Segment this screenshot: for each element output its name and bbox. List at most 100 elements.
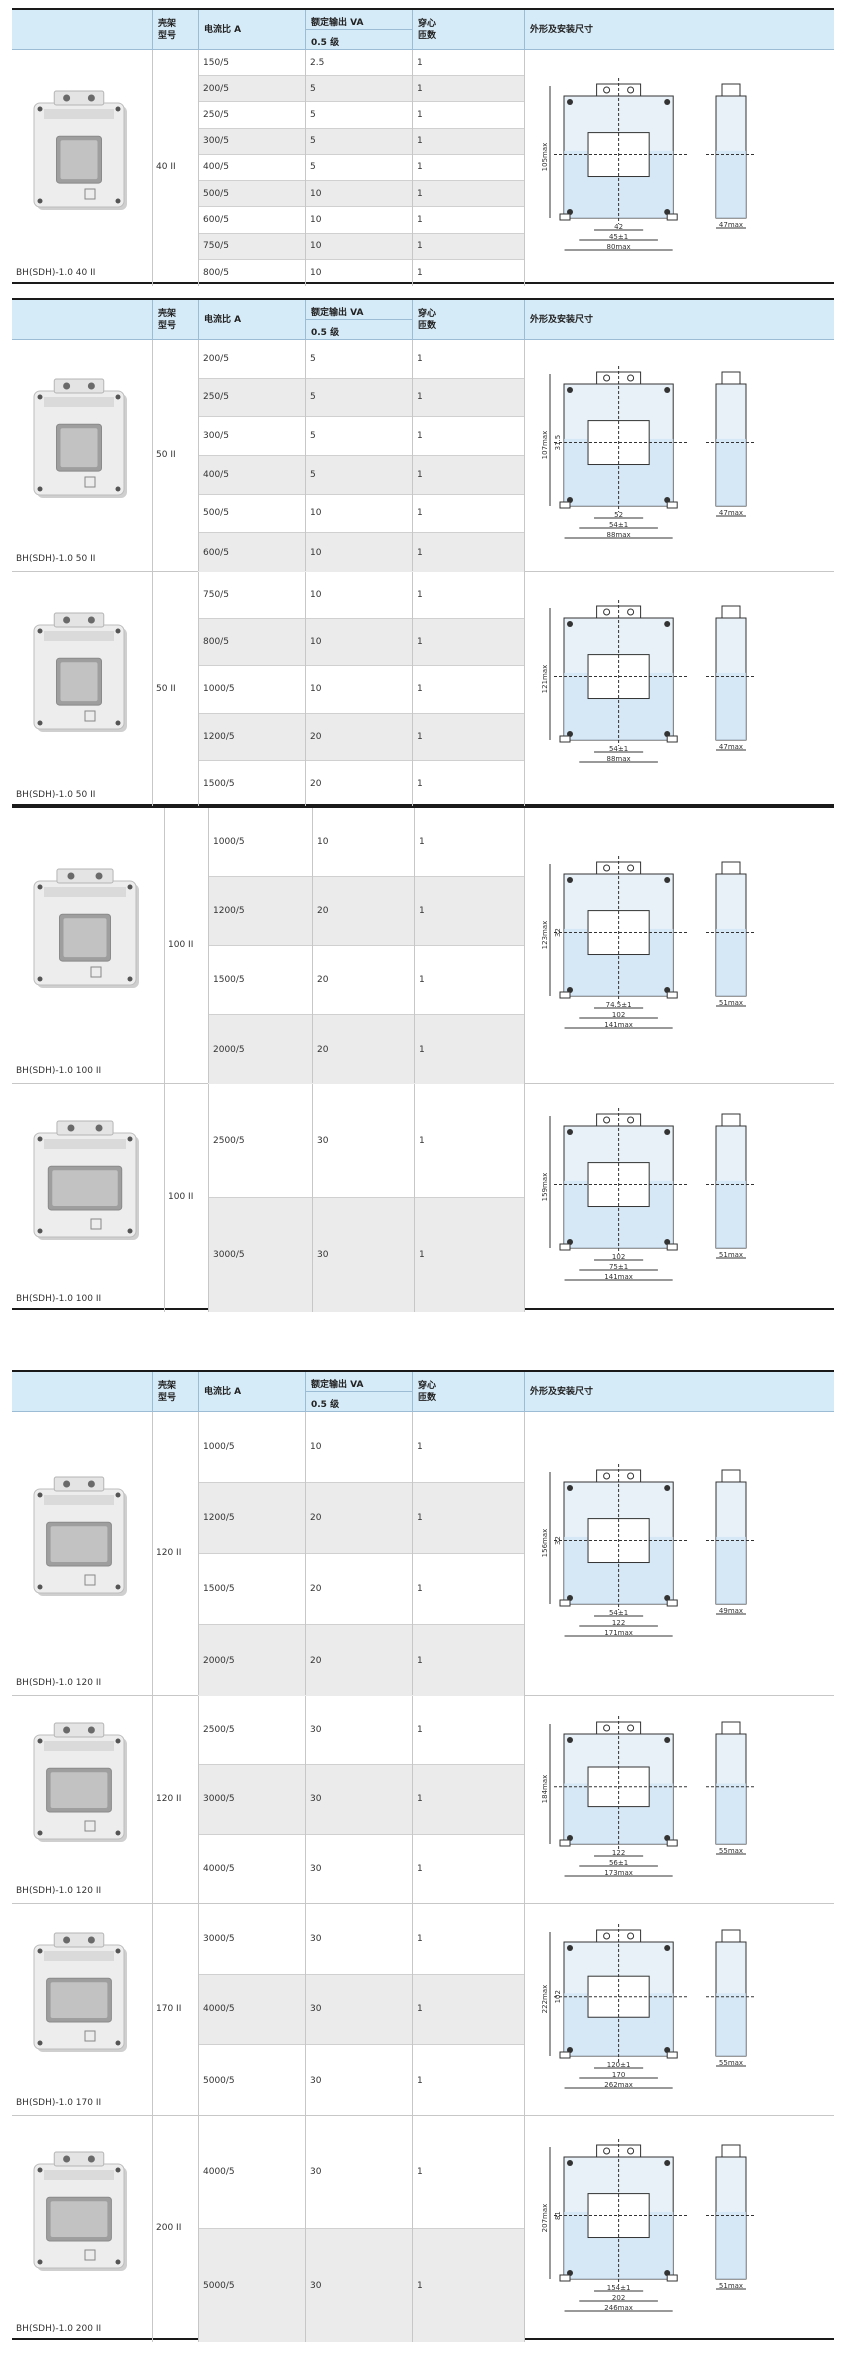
cell-va: 10 — [310, 684, 322, 695]
header-turns: 穿心匝数 — [412, 300, 524, 340]
width-dimension: 102 — [612, 1253, 625, 1261]
cell-turns: 1 — [419, 1135, 425, 1146]
cell-turns: 1 — [417, 1933, 423, 1944]
depth-dimension: 49max — [719, 1607, 743, 1615]
cell-turns: 1 — [417, 1655, 423, 1666]
cell-ratio: 500/5 — [203, 188, 229, 199]
cell-ratio: 4000/5 — [203, 2167, 235, 2177]
frame-size: 50 II — [156, 450, 176, 460]
cell-ratio: 1000/5 — [203, 684, 235, 695]
width-dimension: 52 — [614, 511, 623, 519]
header-output: 额定输出 VA 0.5 级 — [305, 300, 412, 340]
cell-ratio: 600/5 — [203, 547, 229, 558]
header-output-va: 额定输出 VA — [305, 1372, 412, 1392]
header-output-label: 额定输出 VA — [311, 308, 364, 318]
cell-turns: 1 — [419, 1044, 425, 1055]
header-class-label: 0.5 级 — [311, 328, 340, 338]
transformer-photo — [33, 1120, 139, 1240]
cell-turns: 1 — [417, 508, 423, 519]
product-photo — [24, 607, 134, 740]
width-dimension: 202 — [612, 2294, 625, 2302]
frame-size: 100 II — [168, 940, 194, 950]
width-dimension: 154±1 — [607, 2284, 631, 2292]
column-divider — [414, 1084, 415, 1312]
transformer-photo — [33, 2151, 127, 2271]
column-divider — [152, 572, 153, 808]
cell-ratio: 4000/5 — [203, 2004, 235, 2015]
cell-va: 20 — [310, 731, 322, 742]
cell-va: 30 — [310, 1794, 322, 1805]
cell-turns: 1 — [419, 837, 425, 847]
header-ratio-text: 电流比 A — [204, 314, 241, 326]
cell-ratio: 3000/5 — [203, 1794, 235, 1805]
header-output-va: 额定输出 VA — [305, 300, 412, 320]
column-divider — [305, 1904, 306, 2115]
cell-ratio: 5000/5 — [203, 2075, 235, 2086]
column-divider — [524, 2116, 525, 2342]
cell-turns: 1 — [417, 57, 423, 68]
cell-va: 20 — [310, 779, 322, 790]
column-divider — [412, 1904, 413, 2115]
header-dims: 外形及安装尺寸 — [524, 1372, 834, 1412]
cell-turns: 1 — [417, 83, 423, 94]
column-divider — [305, 1372, 306, 1411]
header-dims-text: 外形及安装尺寸 — [530, 314, 593, 326]
header-ratio: 电流比 A — [198, 10, 305, 50]
header-frame-line: 型号 — [158, 321, 177, 331]
cell-ratio: 300/5 — [203, 136, 229, 147]
cell-ratio: 3000/5 — [203, 1933, 235, 1944]
column-divider — [524, 1372, 525, 1411]
cell-turns: 1 — [417, 2075, 423, 2086]
cell-va: 30 — [310, 1864, 322, 1875]
cell-va: 20 — [310, 1584, 322, 1594]
cell-va: 30 — [310, 1725, 322, 1736]
height-dimension: 184max — [541, 1775, 549, 1804]
header-turns-line: 匝数 — [418, 321, 437, 331]
cell-ratio: 1000/5 — [213, 837, 245, 847]
transformer-photo — [33, 1722, 127, 1842]
header-dims-text: 外形及安装尺寸 — [530, 24, 593, 36]
window-dimension: 32 — [554, 1536, 562, 1545]
frame-size: 120 II — [156, 1794, 182, 1804]
column-divider — [412, 1412, 413, 1695]
cell-va: 5 — [310, 431, 316, 442]
cell-turns: 1 — [417, 1584, 423, 1594]
cell-turns: 1 — [417, 392, 423, 403]
column-divider — [198, 1696, 199, 1903]
cell-va: 5 — [310, 392, 316, 403]
width-dimension: 173max — [604, 1869, 633, 1877]
cell-ratio: 5000/5 — [203, 2280, 235, 2291]
depth-dimension: 55max — [719, 2059, 743, 2067]
header-class: 0.5 级 — [305, 320, 412, 340]
header-output-label: 额定输出 VA — [311, 18, 364, 28]
width-dimension: 54±1 — [609, 521, 628, 529]
header-frame-line: 壳架 — [158, 1381, 177, 1391]
column-divider — [524, 10, 525, 49]
column-divider — [412, 1372, 413, 1411]
column-divider — [208, 808, 209, 1083]
width-dimension: 120±1 — [607, 2061, 631, 2069]
header-ratio-text: 电流比 A — [204, 24, 241, 36]
header-turns-text: 穿心匝数 — [418, 308, 436, 332]
cell-ratio: 2000/5 — [203, 1655, 235, 1666]
column-divider — [198, 50, 199, 286]
